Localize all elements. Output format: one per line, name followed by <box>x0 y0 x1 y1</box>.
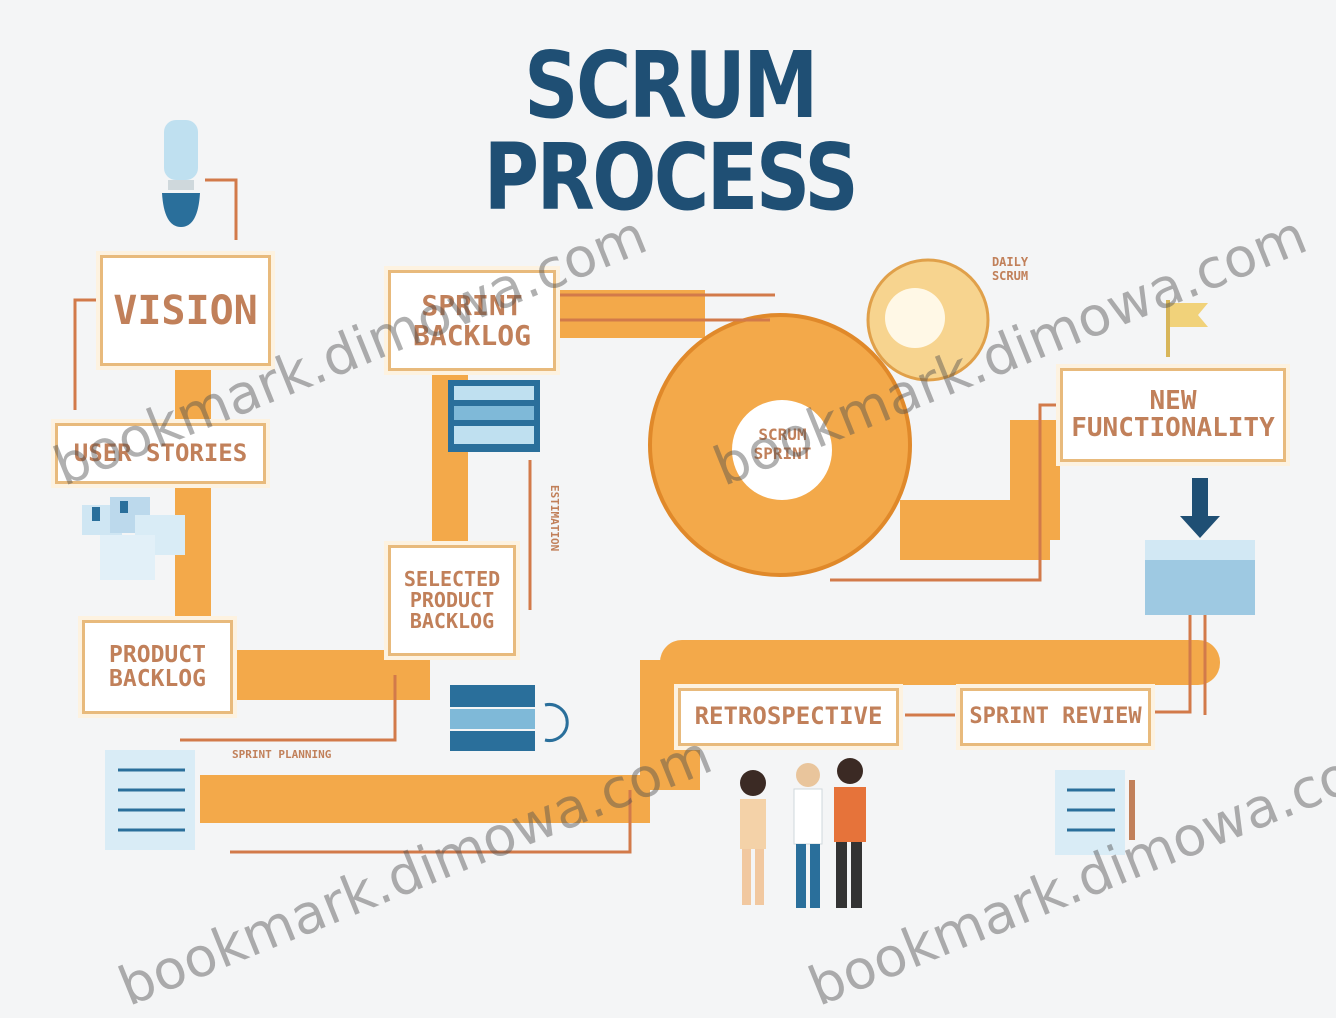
page-title: SCRUM PROCESS <box>483 32 859 231</box>
daily-scrum-label: DAILY SCRUM <box>991 255 1029 284</box>
review-checklist-icon <box>1045 765 1145 860</box>
daily-scrum-center <box>885 288 945 348</box>
new-functionality-box: NEW FUNCTIONALITY <box>1060 368 1286 462</box>
sprint-cycle-label: SCRUM SPRINT <box>753 425 812 464</box>
user-stories-box: USER STORIES <box>55 423 266 484</box>
selected-product-backlog-label: SELECTED PRODUCT BACKLOG <box>403 567 501 633</box>
new-functionality-label: NEW FUNCTIONALITY <box>1071 385 1275 443</box>
people-icon <box>728 755 888 915</box>
vision-label: VISION <box>113 287 258 334</box>
retrospective-box: RETROSPECTIVE <box>678 688 899 746</box>
sprint-planning-label: SPRINT PLANNING <box>232 748 332 761</box>
story-cards-icon <box>80 495 190 585</box>
product-backlog-label: PRODUCT BACKLOG <box>109 641 206 692</box>
product-increment-icon <box>1140 478 1260 618</box>
sprint-backlog-box: SPRINT BACKLOG <box>388 270 556 371</box>
retrospective-label: RETROSPECTIVE <box>694 702 883 731</box>
product-backlog-box: PRODUCT BACKLOG <box>82 620 233 714</box>
sprint-review-box: SPRINT REVIEW <box>960 688 1151 746</box>
checklist-icon <box>100 745 200 855</box>
user-stories-label: USER STORIES <box>73 438 248 467</box>
backlog-stack-icon <box>450 685 570 755</box>
task-board-icon <box>448 380 540 452</box>
sprint-review-label: SPRINT REVIEW <box>969 704 1142 730</box>
sprint-cycle-center <box>732 400 832 500</box>
lightbulb-icon <box>150 115 210 230</box>
vision-box: VISION <box>100 255 271 366</box>
estimation-label: ESTIMATION <box>548 485 561 552</box>
connector-lines <box>73 178 1207 854</box>
flag-icon <box>1160 295 1220 360</box>
sprint-backlog-label: SPRINT BACKLOG <box>412 289 531 352</box>
selected-product-backlog-box: SELECTED PRODUCT BACKLOG <box>388 545 516 656</box>
